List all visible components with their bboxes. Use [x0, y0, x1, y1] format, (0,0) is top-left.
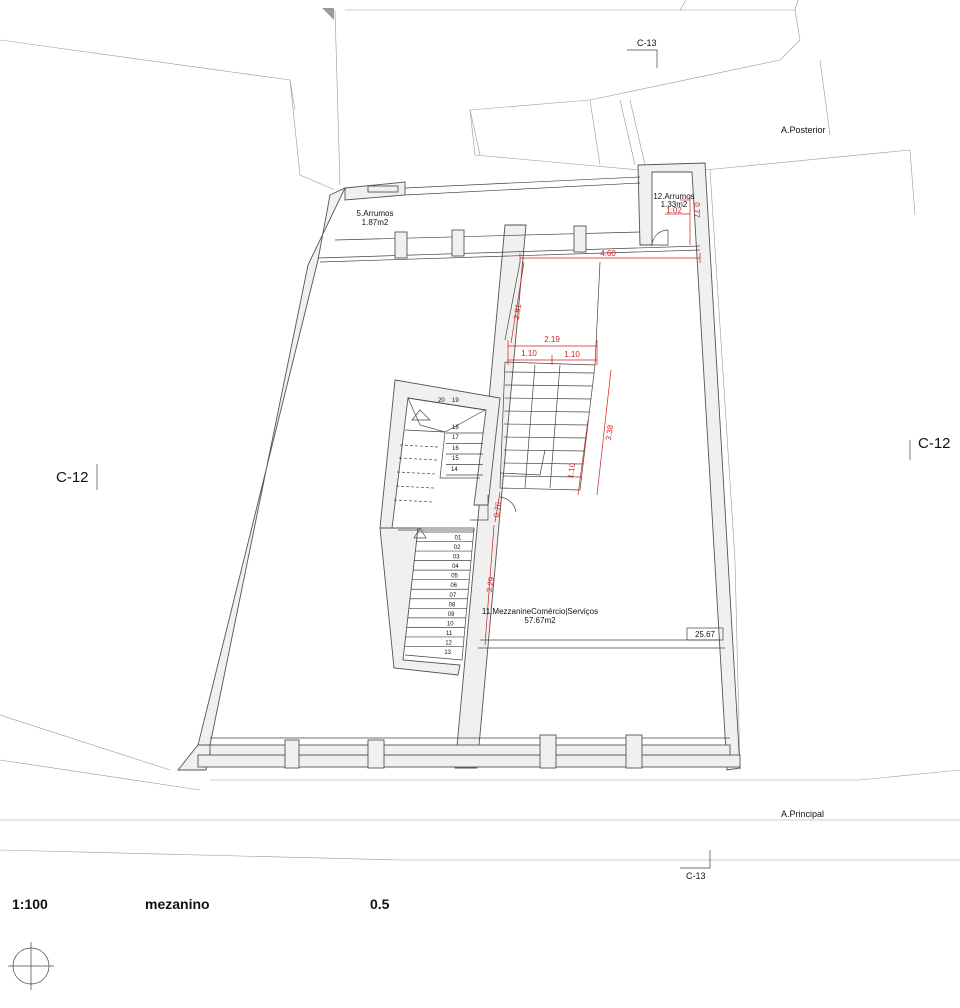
facade-label-posterior: A.Posterior [781, 125, 826, 135]
room-5-name: 5.Arrumos [357, 209, 394, 218]
stair-step-number: 13 [444, 650, 451, 656]
dimension-lines [484, 195, 701, 646]
section-label-c12-right: C-12 [918, 435, 951, 452]
dim-0-77: 0.77 [692, 202, 701, 218]
stair-step-number: 03 [453, 555, 460, 561]
stair-core [379, 379, 501, 676]
stair-tread [503, 436, 587, 439]
stair-step-number: 16 [452, 446, 459, 452]
stair-step-number: 09 [448, 612, 455, 618]
stair-step-number: 12 [445, 640, 452, 646]
stair-step-number: 01 [455, 536, 462, 542]
facade-label-principal: A.Principal [781, 809, 824, 819]
dim-1-10-vertical: 1.10 [566, 462, 577, 479]
dim-1-10-left: 1.10 [521, 349, 537, 358]
top-pillars [394, 225, 587, 259]
stair-tread [504, 423, 588, 426]
dim-0-76: 0.76 [492, 501, 503, 518]
bottom-facade [197, 734, 741, 769]
section-marks [96, 49, 911, 869]
level-value: 0.5 [370, 896, 390, 912]
stair-step-number: 05 [451, 574, 458, 580]
stair-step-number: 14 [451, 467, 458, 473]
stair-step-number: 19 [452, 398, 459, 404]
stair-numbers-upper: 20 19 18 17 16 15 14 [438, 398, 459, 473]
room-11-area: 57.67m2 [524, 616, 556, 625]
stair-step-number: 18 [452, 425, 459, 431]
storeroom-details [470, 229, 725, 649]
room-12-name: 12.Arrumos [653, 192, 694, 201]
context-lines [0, 0, 960, 861]
stair-tread [503, 475, 582, 478]
stair-tread [503, 449, 585, 452]
north-symbol-icon [8, 942, 54, 990]
stair-step-number: 07 [449, 593, 456, 599]
dim-3-29: 3.29 [485, 576, 496, 593]
stair-step-number: 02 [454, 545, 461, 551]
stair-treads-lower [404, 531, 474, 647]
stair-step-number: 11 [446, 631, 453, 637]
stair-tread [503, 462, 583, 465]
section-label-c12-left: C-12 [56, 469, 89, 486]
level-mark: 25.67 [695, 630, 716, 639]
stair-tread [504, 410, 590, 413]
room-11-name: 11.MezzanineComércio|Serviços [482, 607, 598, 616]
dim-4-60: 4.60 [600, 249, 616, 258]
stair-treads-dashed [393, 444, 439, 503]
stair-tread [504, 384, 593, 387]
right-stair-treads [503, 371, 595, 478]
stair-step-number: 08 [449, 602, 456, 608]
dim-1-10-right: 1.10 [564, 350, 580, 359]
stair-step-number: 06 [450, 583, 457, 589]
dim-2-81: 2.81 [512, 303, 523, 320]
room-12-area: 1.33m2 [661, 200, 688, 209]
dim-2-19: 2.19 [544, 335, 560, 344]
scale-label: 1:100 [12, 896, 48, 912]
stair-step-number: 15 [452, 456, 459, 462]
stair-step-number: 04 [452, 564, 459, 570]
stair-tread [504, 397, 591, 400]
top-parapet [317, 176, 701, 263]
corner-wedge [322, 8, 334, 20]
room-5-area: 1.87m2 [362, 218, 389, 227]
section-label-c13-bottom: C-13 [686, 871, 706, 881]
level-name: mezanino [145, 896, 210, 912]
stair-step-number: 10 [447, 621, 454, 627]
stair-tread [504, 371, 595, 374]
stair-numbers-lower: 01 02 03 04 05 06 07 08 09 10 11 12 13 [444, 536, 462, 656]
dim-3-38: 3.38 [604, 424, 615, 441]
section-label-c13-top: C-13 [637, 38, 657, 48]
stair-step-number: 17 [452, 435, 459, 441]
dim-1-02: 1.02 [666, 206, 682, 215]
stair-treads-upper [446, 432, 483, 476]
stair-step-number: 20 [438, 398, 445, 404]
